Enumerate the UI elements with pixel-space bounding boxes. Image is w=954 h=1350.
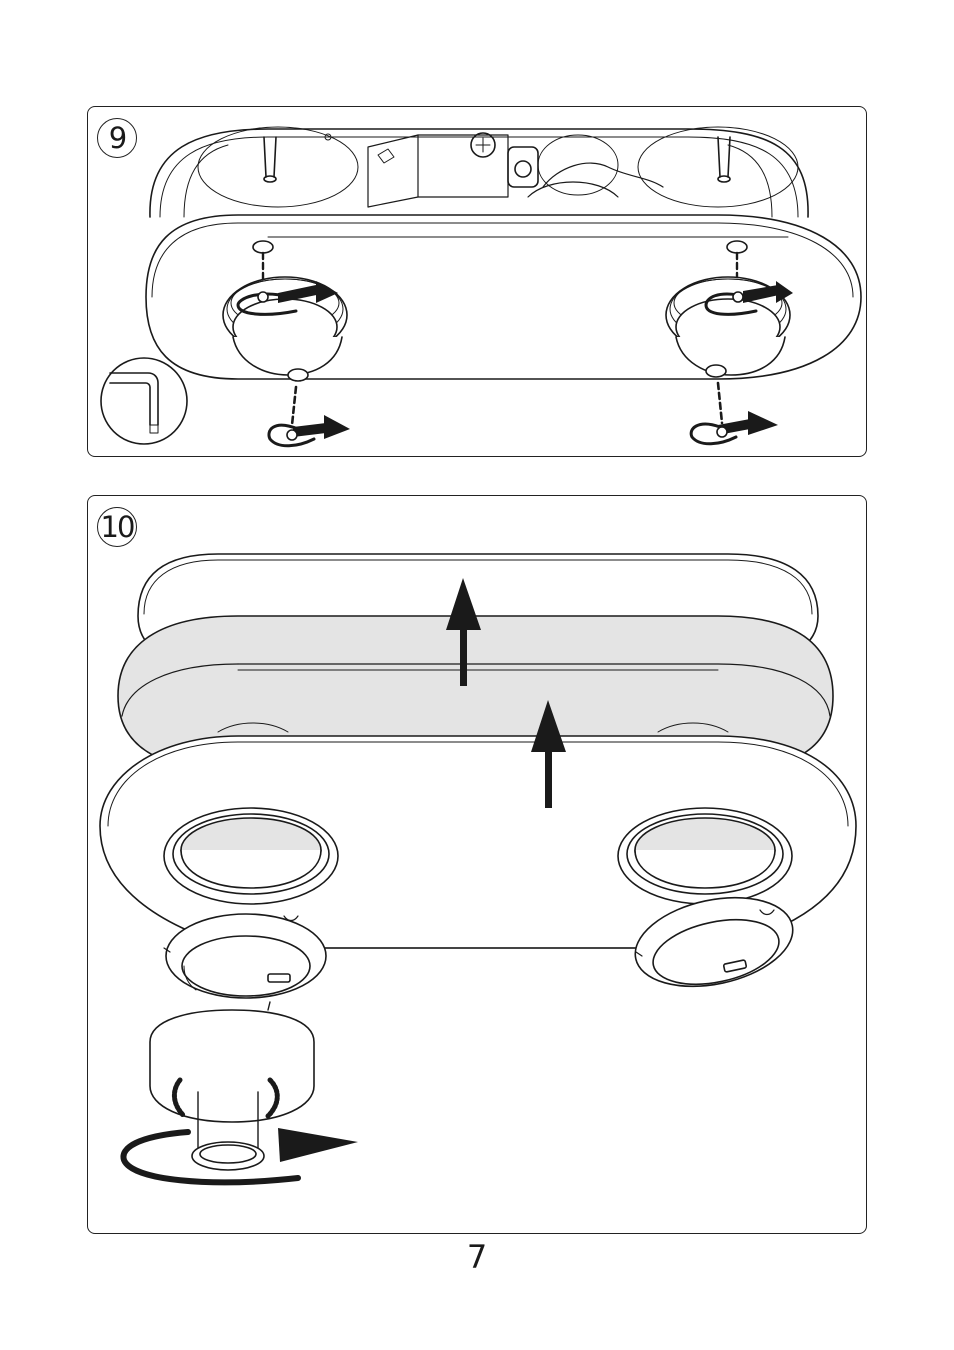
step-9-illustration (88, 107, 867, 457)
step-number-badge: 10 (97, 507, 137, 547)
step-10-illustration (88, 496, 867, 1234)
fixture-back-housing (150, 129, 808, 217)
step-9-panel: 9 (87, 106, 867, 457)
allen-key-icon (101, 358, 187, 444)
step-10-panel: 10 (87, 495, 867, 1234)
step-number-badge: 9 (97, 118, 137, 158)
page-number: 7 (0, 1238, 954, 1276)
